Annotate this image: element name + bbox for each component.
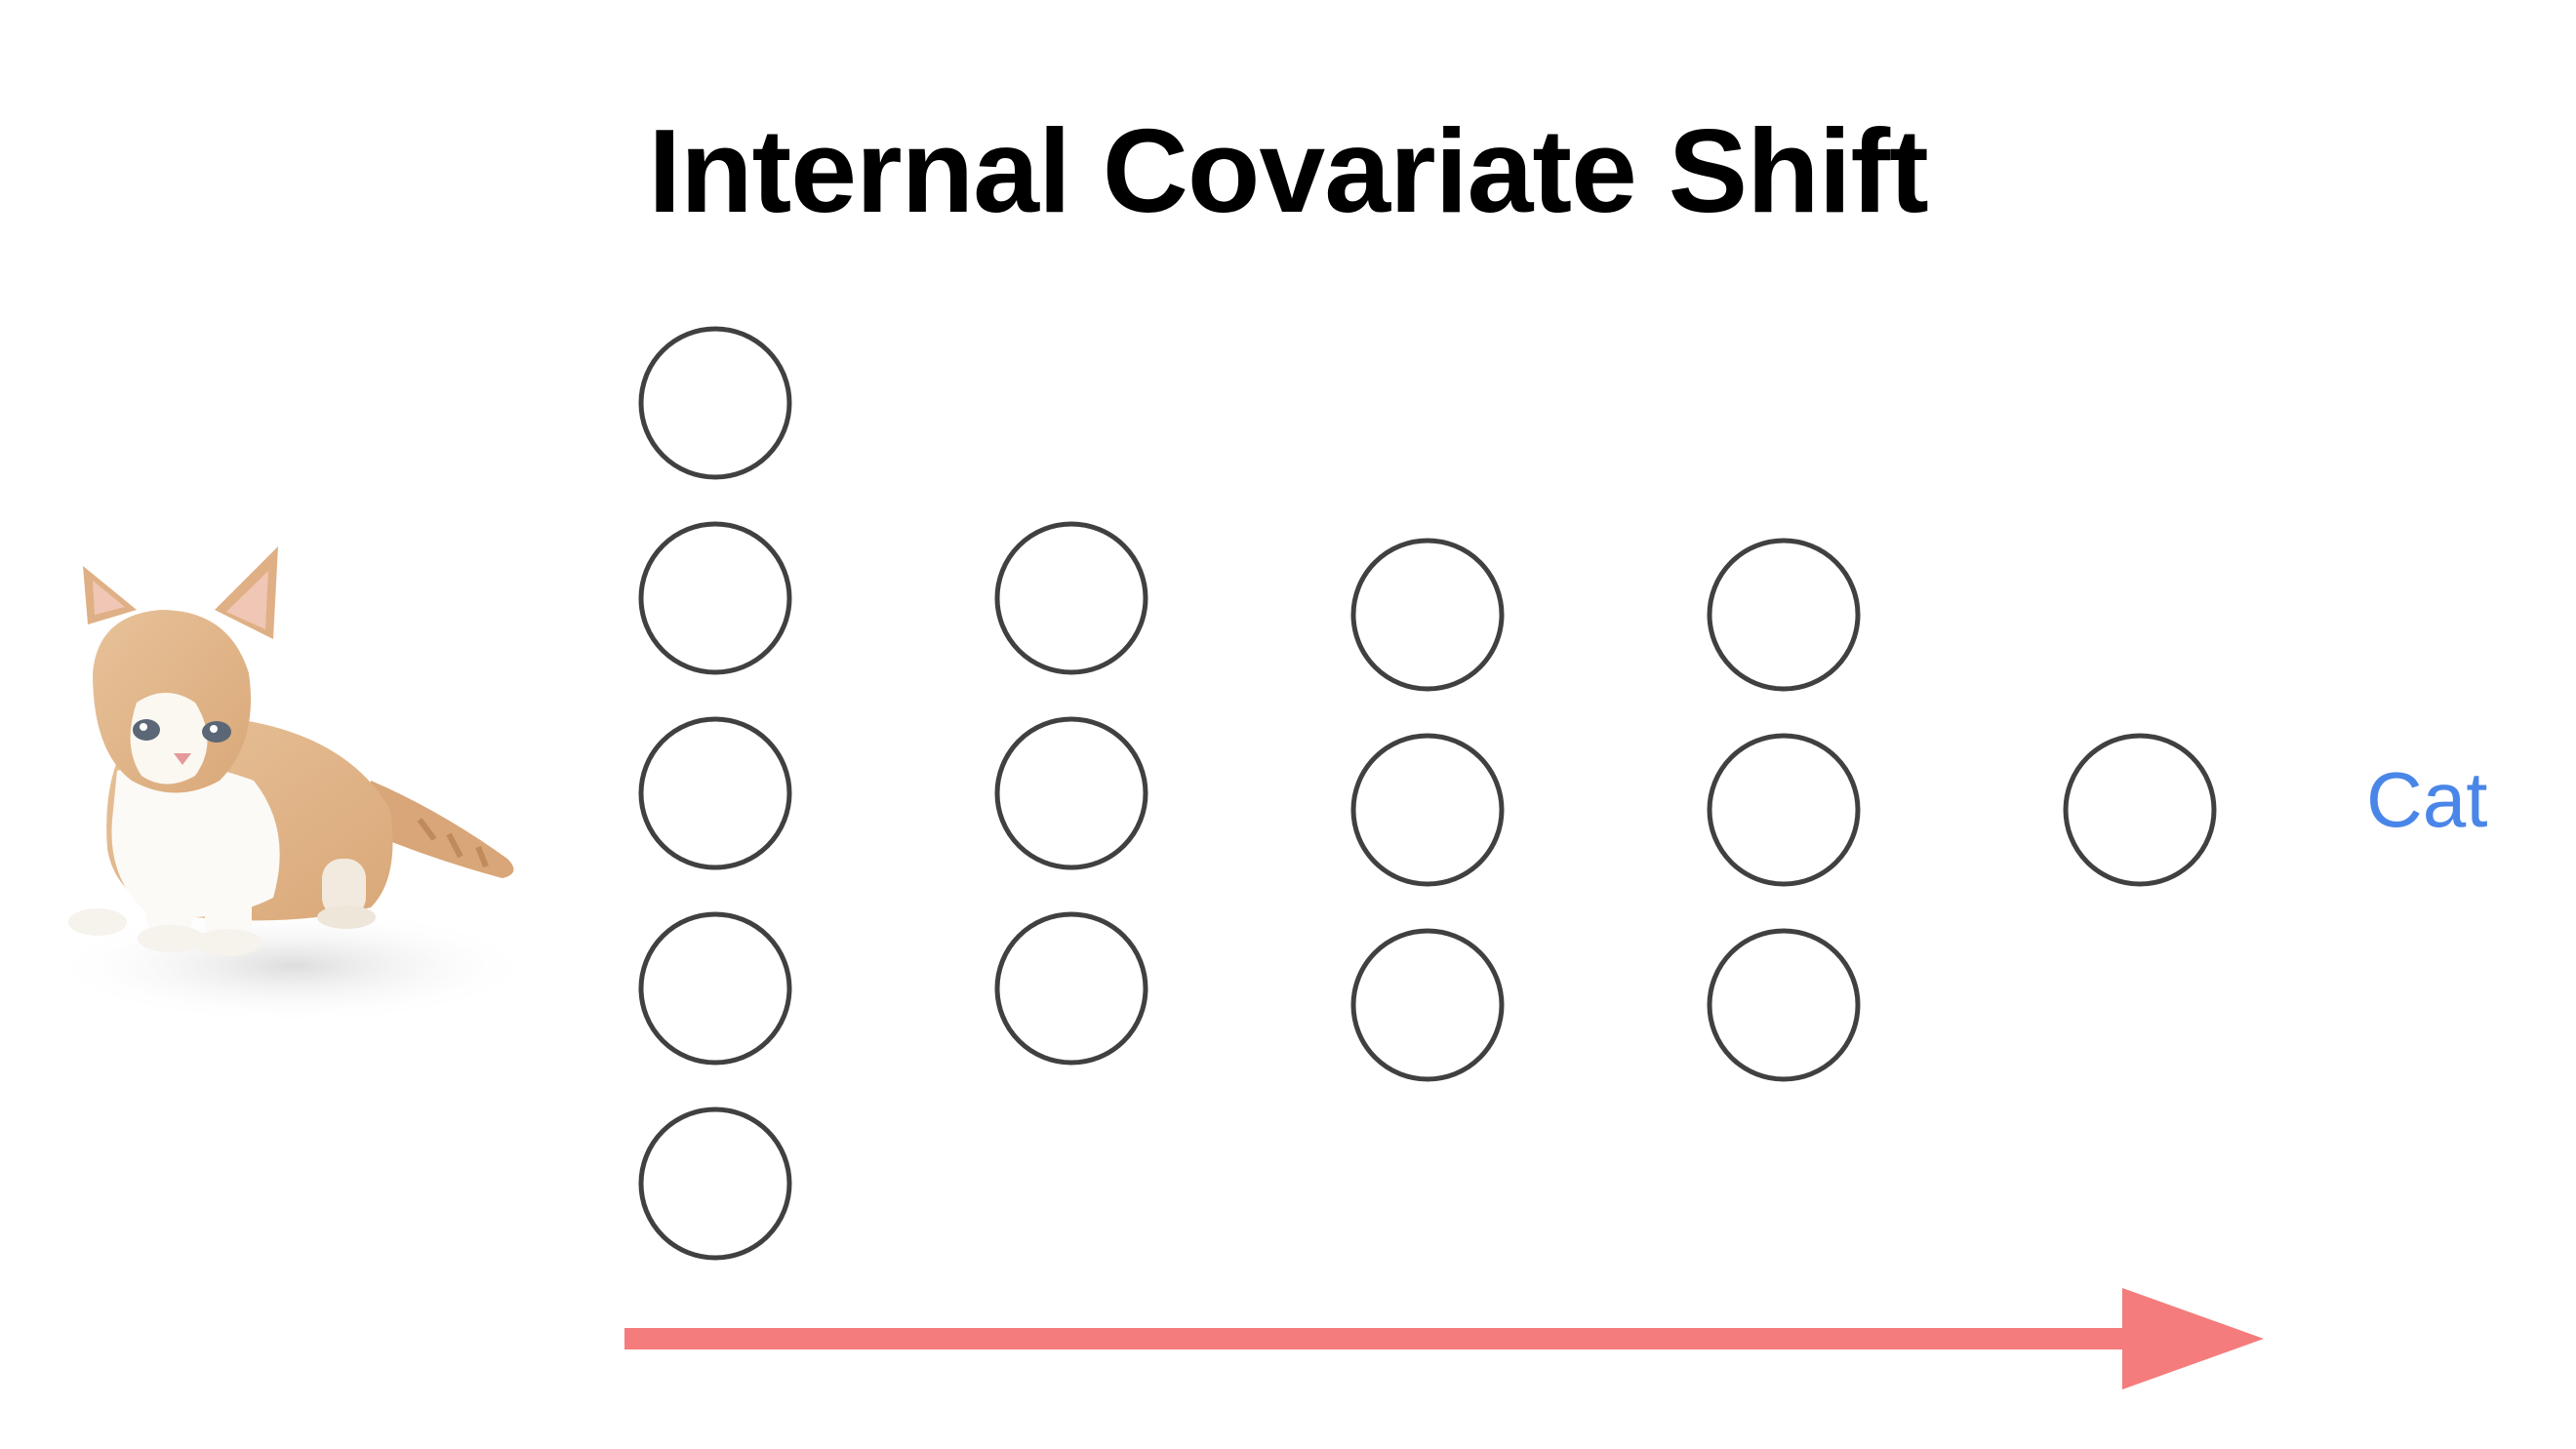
layer-3-neuron-1 — [1350, 538, 1505, 692]
layer-1-neuron-4 — [638, 911, 792, 1066]
output-layer-neuron-1 — [2063, 733, 2217, 887]
slide-title: Internal Covariate Shift — [648, 104, 1929, 237]
layer-2-neuron-1 — [994, 521, 1148, 675]
layer-2-neuron-3 — [994, 911, 1148, 1066]
layer-4-neuron-2 — [1707, 733, 1861, 887]
layer-1-neuron-1 — [638, 326, 792, 480]
layer-4-neuron-1 — [1707, 538, 1861, 692]
forward-arrow — [624, 1288, 2264, 1389]
layer-1-neuron-5 — [638, 1107, 792, 1261]
layer-1-neuron-3 — [638, 716, 792, 870]
layer-1-neuron-2 — [638, 521, 792, 675]
layer-3-neuron-2 — [1350, 733, 1505, 887]
kitten-photo — [49, 546, 537, 1025]
neural-network — [638, 326, 2217, 1261]
layer-4-neuron-3 — [1707, 928, 1861, 1082]
layer-2-neuron-2 — [994, 716, 1148, 870]
output-label: Cat — [2366, 756, 2488, 843]
layer-3-neuron-3 — [1350, 928, 1505, 1082]
